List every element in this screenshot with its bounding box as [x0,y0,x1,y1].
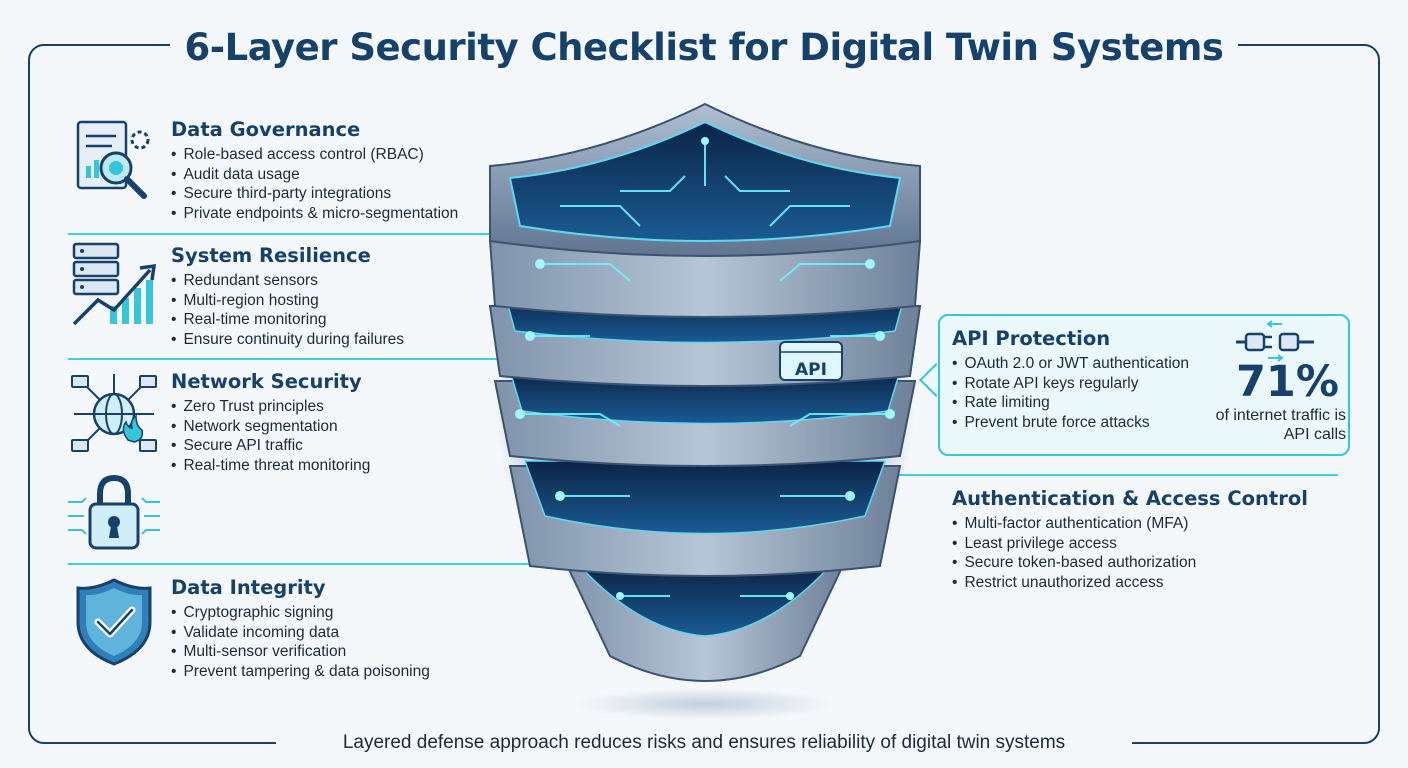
list-item: Redundant sensors [171,271,404,291]
list-item: Multi-sensor verification [171,642,430,662]
list-item: Private endpoints & micro-segmentation [171,204,458,224]
section-title: System Resilience [171,244,371,267]
list-item: Prevent tampering & data poisoning [171,662,429,682]
list-item: Multi-region hosting [171,291,404,311]
footer-container: Layered defense approach reduces risks a… [276,726,1132,760]
list-item: Validate incoming data [171,623,430,643]
list-item: Rate limiting [952,393,1189,413]
separator-line [68,358,508,360]
document-magnifier-icon [76,120,150,199]
page-title: 6-Layer Security Checklist for Digital T… [184,25,1224,69]
plug-connector-icon [1236,320,1314,362]
layered-shield-illustration: API [488,102,922,720]
list-item: Secure token-based authorization [952,553,1308,573]
list-item: Restrict unauthorized access [952,573,1308,593]
section-authentication: Authentication & Access Control Multi-fa… [952,487,1308,592]
list-item: Real-time monitoring [171,310,404,330]
list-item: Role-based access control (RBAC) [171,145,458,165]
list-item: OAuth 2.0 or JWT authentication [952,354,1189,374]
section-system-resilience: System Resilience Redundant sensors Mult… [171,244,404,349]
section-title: Data Integrity [171,576,326,599]
list-item: Audit data usage [171,165,458,185]
section-title: Network Security [171,370,362,393]
shield-check-icon [76,578,152,666]
footer-caption: Layered defense approach reduces risks a… [342,732,1066,753]
section-data-integrity: Data Integrity Cryptographic signing Val… [171,576,430,681]
list-item: Zero Trust principles [171,397,370,417]
api-chip: API [779,341,843,381]
list-item: Prevent brute force attacks [952,413,1189,433]
section-data-governance: Data Governance Role-based access contro… [171,118,458,223]
globe-network-icon [71,374,157,452]
title-container: 6-Layer Security Checklist for Digital T… [170,22,1238,72]
list-item: Multi-factor authentication (MFA) [952,514,1308,534]
padlock-fingerprint-icon [68,474,160,550]
section-title: Authentication & Access Control [952,487,1308,510]
section-title: API Protection [952,327,1111,350]
list-item: Network segmentation [171,417,370,437]
section-api-protection: API Protection OAuth 2.0 or JWT authenti… [952,327,1189,432]
api-traffic-stat-caption: of internet traffic is API calls [1215,407,1346,443]
list-item: Rotate API keys regularly [952,374,1189,394]
api-chip-label: API [795,360,827,380]
list-item: Secure API traffic [171,436,370,456]
section-title: Data Governance [171,118,361,141]
separator-line [882,474,1338,476]
list-item: Least privilege access [952,534,1308,554]
separator-line [68,233,492,235]
list-item: Real-time threat monitoring [171,456,370,476]
server-growth-chart-icon [72,242,157,326]
separator-line [68,563,568,565]
list-item: Ensure continuity during failures [171,330,404,350]
section-network-security: Network Security Zero Trust principles N… [171,370,370,475]
api-traffic-stat: 71% [1236,357,1339,407]
list-item: Secure third-party integrations [171,184,458,204]
list-item: Cryptographic signing [171,603,430,623]
